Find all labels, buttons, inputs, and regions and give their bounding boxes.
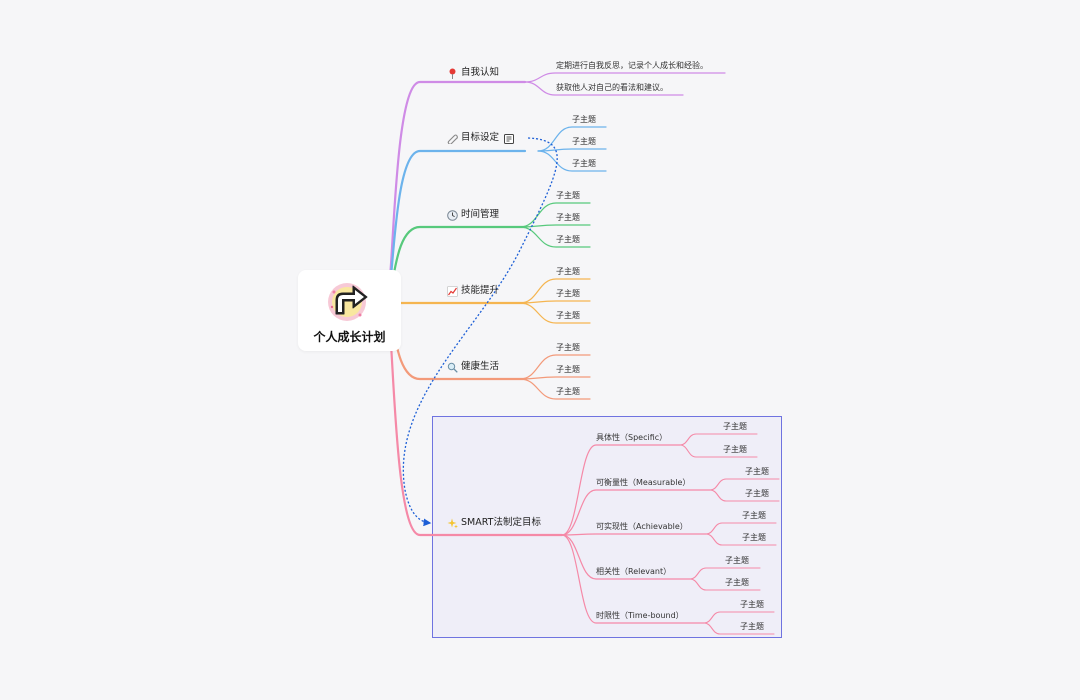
leaf-subtopic[interactable]: 子主题: [572, 159, 596, 168]
leaf-subtopic[interactable]: 子主题: [556, 235, 580, 244]
smart-achievable[interactable]: 可实现性（Achievable）: [596, 522, 688, 531]
leaf-subtopic[interactable]: 子主题: [556, 213, 580, 222]
leaf-connector: [537, 148, 607, 152]
branch-label-skill-improvement[interactable]: 技能提升: [461, 285, 500, 296]
smart-sub-connector: [561, 533, 707, 536]
leaf-connector: [519, 224, 591, 228]
leaf-connector: [519, 226, 591, 248]
leaf-connector: [519, 354, 591, 380]
leaf-subtopic[interactable]: 子主题: [740, 600, 764, 609]
relationship-arrow[interactable]: [402, 137, 558, 527]
leaf-connector: [709, 489, 780, 502]
branch-label-healthy-living[interactable]: 健康生活: [461, 361, 500, 372]
leaf-subtopic[interactable]: 子主题: [556, 311, 580, 320]
leaf-connector: [519, 378, 591, 400]
root-title: 个人成长计划: [313, 330, 386, 344]
leaf-connector: [524, 81, 684, 96]
branch-connector: [384, 80, 527, 305]
arrow-up-right-icon: [328, 283, 368, 321]
leaf-subtopic[interactable]: 子主题: [556, 365, 580, 374]
note-icon[interactable]: [504, 134, 514, 144]
smart-measurable[interactable]: 可衡量性（Measurable）: [596, 478, 691, 487]
smart-sub-connector: [561, 534, 691, 580]
leaf-connector: [705, 533, 777, 546]
leaf-connector: [703, 622, 775, 635]
leaf-connector: [679, 433, 758, 446]
smart-sub-connector: [561, 444, 681, 536]
branch-label-smart[interactable]: SMART法制定目标: [461, 517, 541, 528]
leaf-connector: [703, 611, 775, 624]
leaf-subtopic[interactable]: 子主题: [556, 387, 580, 396]
leaf-connector: [519, 302, 591, 324]
leaf-connector: [679, 444, 758, 458]
leaf-connector: [689, 578, 761, 591]
chart-up-icon: [447, 286, 458, 297]
leaf-subtopic[interactable]: 子主题: [725, 556, 749, 565]
leaf-subtopic[interactable]: 子主题: [556, 343, 580, 352]
leaf-connector: [524, 72, 726, 83]
magnifier-icon: [447, 362, 458, 373]
smart-sub-connector: [561, 534, 705, 624]
leaf-connector: [709, 478, 780, 491]
leaf-feedback[interactable]: 获取他人对自己的看法和建议。: [556, 83, 668, 92]
smart-specific[interactable]: 具体性（Specific）: [596, 433, 668, 442]
smart-boundary-frame[interactable]: [432, 416, 782, 638]
pin-icon: [449, 68, 456, 79]
smart-relevant[interactable]: 相关性（Relevant）: [596, 567, 672, 576]
smart-sub-connector: [561, 489, 711, 536]
leaf-connector: [537, 126, 607, 152]
branch-label-goal-setting[interactable]: 目标设定: [461, 132, 500, 143]
smart-time-bound[interactable]: 时限性（Time-bound）: [596, 611, 684, 620]
leaf-self-reflection[interactable]: 定期进行自我反思，记录个人成长和经验。: [556, 61, 708, 70]
leaf-subtopic[interactable]: 子主题: [572, 137, 596, 146]
leaf-subtopic[interactable]: 子主题: [556, 289, 580, 298]
leaf-connector: [689, 567, 761, 580]
leaf-subtopic[interactable]: 子主题: [723, 422, 747, 431]
leaf-subtopic[interactable]: 子主题: [742, 511, 766, 520]
leaf-subtopic[interactable]: 子主题: [742, 533, 766, 542]
leaf-connector: [519, 300, 591, 304]
leaf-subtopic[interactable]: 子主题: [745, 489, 769, 498]
leaf-connector: [519, 202, 591, 228]
leaf-subtopic[interactable]: 子主题: [723, 445, 747, 454]
clock-icon: [447, 210, 458, 221]
paperclip-icon: [447, 134, 458, 144]
leaf-subtopic[interactable]: 子主题: [745, 467, 769, 476]
leaf-subtopic[interactable]: 子主题: [556, 267, 580, 276]
leaf-connector: [519, 376, 591, 380]
leaf-connector: [705, 522, 777, 535]
leaf-subtopic[interactable]: 子主题: [740, 622, 764, 631]
branch-label-self-awareness[interactable]: 自我认知: [461, 67, 500, 78]
leaf-subtopic[interactable]: 子主题: [572, 115, 596, 124]
sparkles-icon: [447, 518, 458, 529]
leaf-subtopic[interactable]: 子主题: [556, 191, 580, 200]
leaf-subtopic[interactable]: 子主题: [725, 578, 749, 587]
branch-label-time-management[interactable]: 时间管理: [461, 209, 500, 220]
branch-connector: [384, 301, 564, 537]
leaf-connector: [519, 278, 591, 304]
